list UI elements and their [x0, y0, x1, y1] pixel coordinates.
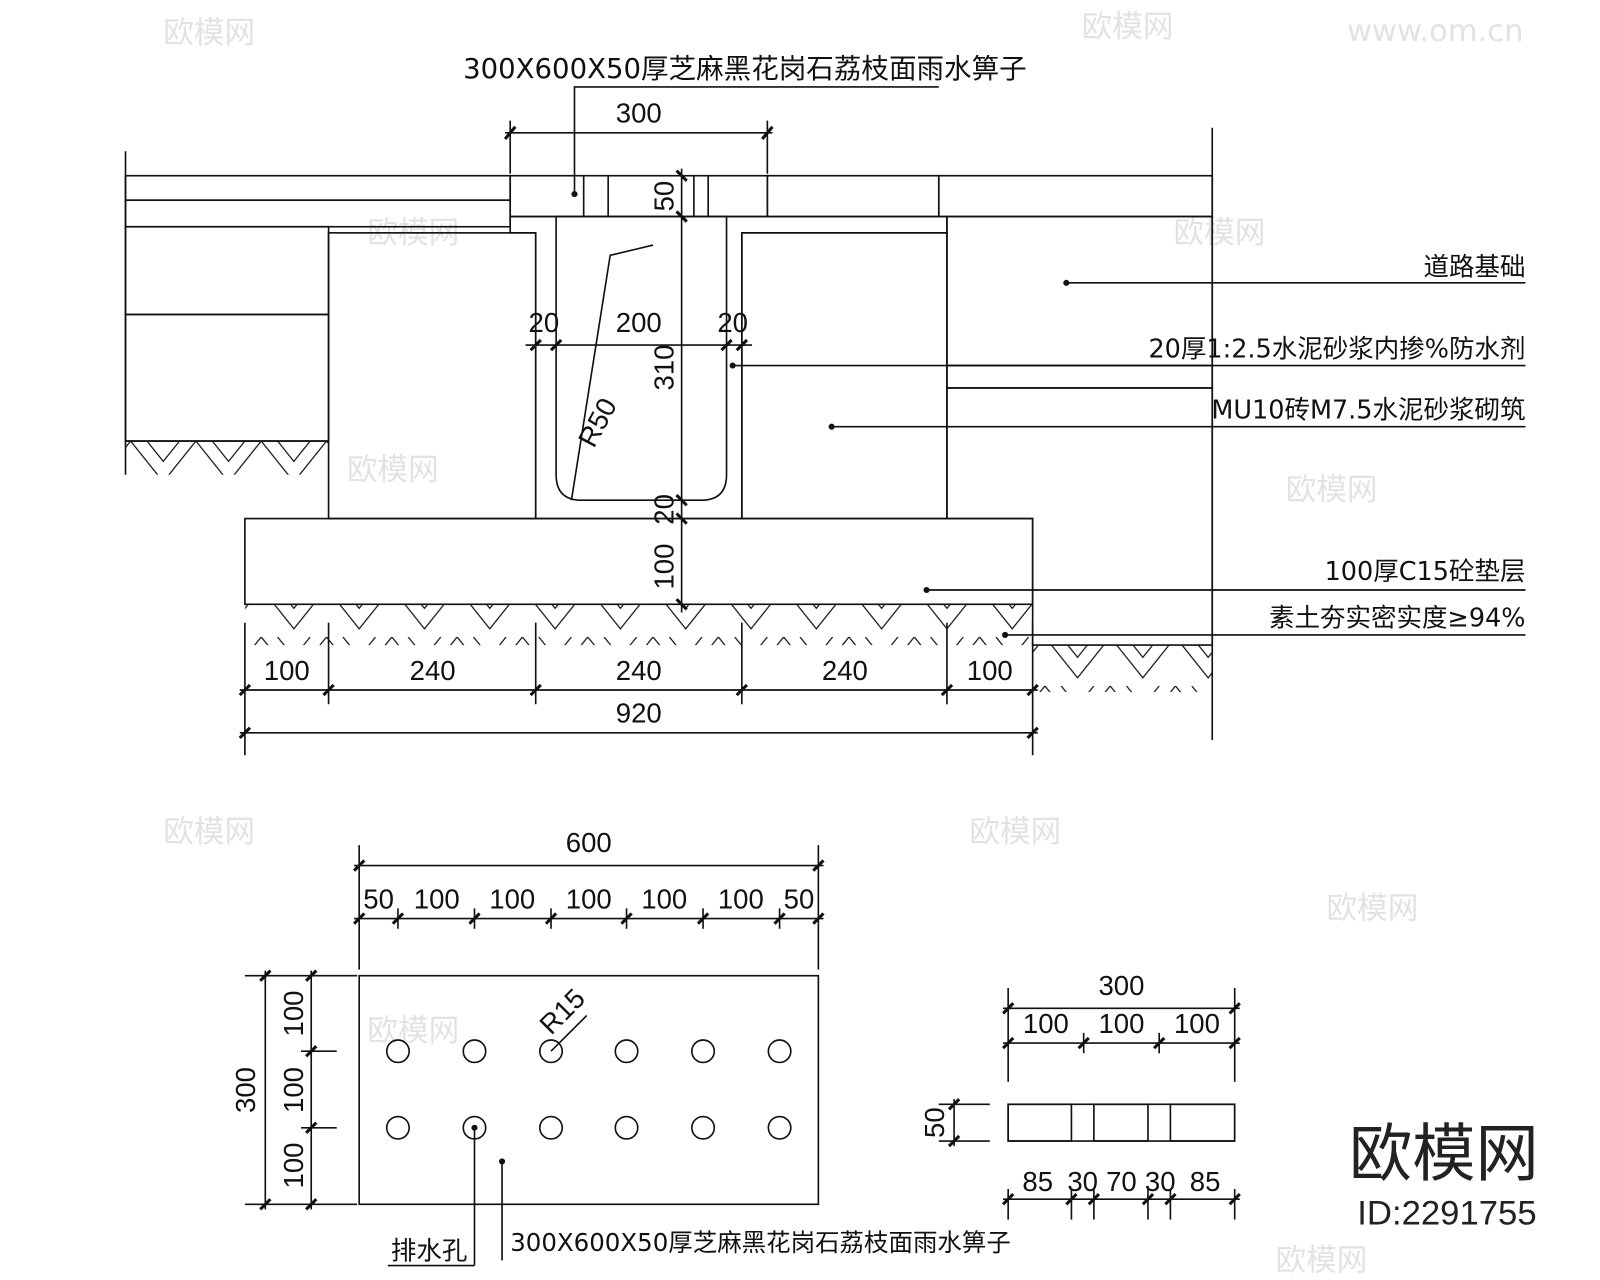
watermarks: 欧模网 欧模网 www.om.cn 欧模网 欧模网 欧模网 欧模网 欧模网 欧模… [163, 10, 1523, 1279]
dim-cushion: 100 [648, 544, 679, 590]
label-mortar: 20厚1:2.5水泥砂浆内掺%防水剂 [1148, 334, 1525, 364]
dim-channel-depth: 310 [648, 345, 679, 391]
watermark: 欧模网 [347, 453, 439, 488]
plan-dim: 100 [718, 883, 764, 914]
grate-bottom-dim: 30 [1067, 1166, 1098, 1197]
plan-dim: 100 [414, 883, 460, 914]
dim-channel: 200 [616, 307, 662, 338]
paving-left [124, 174, 512, 202]
grate-bottom-dim: 85 [1190, 1166, 1221, 1197]
brand-logo: 欧模网 [1349, 1117, 1539, 1191]
plan-side-dim: 100 [278, 1067, 309, 1113]
hole-radius-label: R15 [533, 982, 591, 1040]
brick-wall-right [741, 232, 948, 520]
paving-right [766, 174, 940, 218]
label-cushion: 100厚C15砼垫层 [1325, 557, 1526, 587]
compacted-soil [244, 604, 1033, 646]
dim-grate-thickness: 50 [648, 181, 679, 212]
plan-dim: 50 [363, 883, 394, 914]
plan-side-dim: 100 [278, 1143, 309, 1189]
grate-bottom-dim: 70 [1106, 1166, 1137, 1197]
brand-id: ID:2291755 [1357, 1195, 1536, 1233]
watermark: 欧模网 [1276, 1244, 1368, 1279]
grate-dim: 100 [1023, 1008, 1069, 1039]
dim-total: 920 [616, 698, 662, 729]
grate-section-view: 300 100 100 100 50 85 30 70 30 85 [919, 970, 1241, 1220]
label-drain-hole: 排水孔 [391, 1236, 468, 1266]
watermark: 欧模网 [163, 815, 255, 850]
plan-dim: 50 [784, 883, 815, 914]
section-view: R50 300X600X50厚芝麻黑花岗石荔枝面雨水箅子 300 20 200 … [124, 53, 1526, 756]
drain-holes [385, 1039, 792, 1140]
plan-dim: 100 [489, 883, 535, 914]
watermark: 欧模网 [367, 1014, 459, 1049]
grate-dim-total: 300 [1098, 970, 1144, 1001]
dim-wall-right: 20 [717, 307, 748, 338]
label-brick: MU10砖M7.5水泥砂浆砌筑 [1211, 396, 1525, 426]
label-soil: 素土夯实密实度≥94% [1269, 604, 1526, 634]
label-grate: 300X600X50厚芝麻黑花岗石荔枝面雨水箅子 [510, 1228, 1011, 1257]
dim-bottom: 240 [616, 655, 662, 686]
plan-dim-total: 600 [566, 827, 612, 858]
plan-side-dim: 100 [278, 990, 309, 1036]
plan-dim: 100 [566, 883, 612, 914]
grate-section [509, 174, 769, 218]
plan-view: 600 50 100 100 100 100 100 50 300 100 10… [230, 827, 1011, 1266]
watermark: www.om.cn [1347, 14, 1524, 49]
grate-dim-thickness: 50 [919, 1107, 950, 1138]
plan-dim: 100 [641, 883, 687, 914]
concrete-cushion [244, 517, 1034, 606]
section-title: 300X600X50厚芝麻黑花岗石荔枝面雨水箅子 [463, 53, 1027, 85]
grate-plan [358, 974, 820, 1206]
watermark: 欧模网 [969, 815, 1061, 850]
radius-label: R50 [572, 393, 623, 452]
watermark: 欧模网 [1173, 216, 1265, 251]
watermark: 欧模网 [1082, 10, 1174, 45]
road-base-top [937, 174, 1214, 218]
label-road-base: 道路基础 [1423, 253, 1525, 283]
watermark: 欧模网 [1327, 892, 1419, 927]
dim-wall-left: 20 [529, 307, 560, 338]
dim-bottom: 240 [822, 655, 868, 686]
dim-bottom: 100 [967, 655, 1013, 686]
gravel-left [124, 313, 330, 442]
dim-bottom-lining: 20 [648, 494, 679, 525]
dim-top: 300 [616, 98, 662, 129]
grate-bottom-dim: 85 [1022, 1166, 1053, 1197]
channel [555, 215, 728, 502]
dim-bottom: 100 [264, 655, 310, 686]
grate-dim: 100 [1174, 1008, 1220, 1039]
watermark: 欧模网 [1286, 473, 1378, 508]
plan-dim-height: 300 [230, 1067, 261, 1113]
grate-dim: 100 [1098, 1008, 1144, 1039]
watermark: 欧模网 [163, 16, 255, 51]
dim-bottom: 240 [410, 655, 456, 686]
grate-bottom-dim: 30 [1145, 1166, 1176, 1197]
